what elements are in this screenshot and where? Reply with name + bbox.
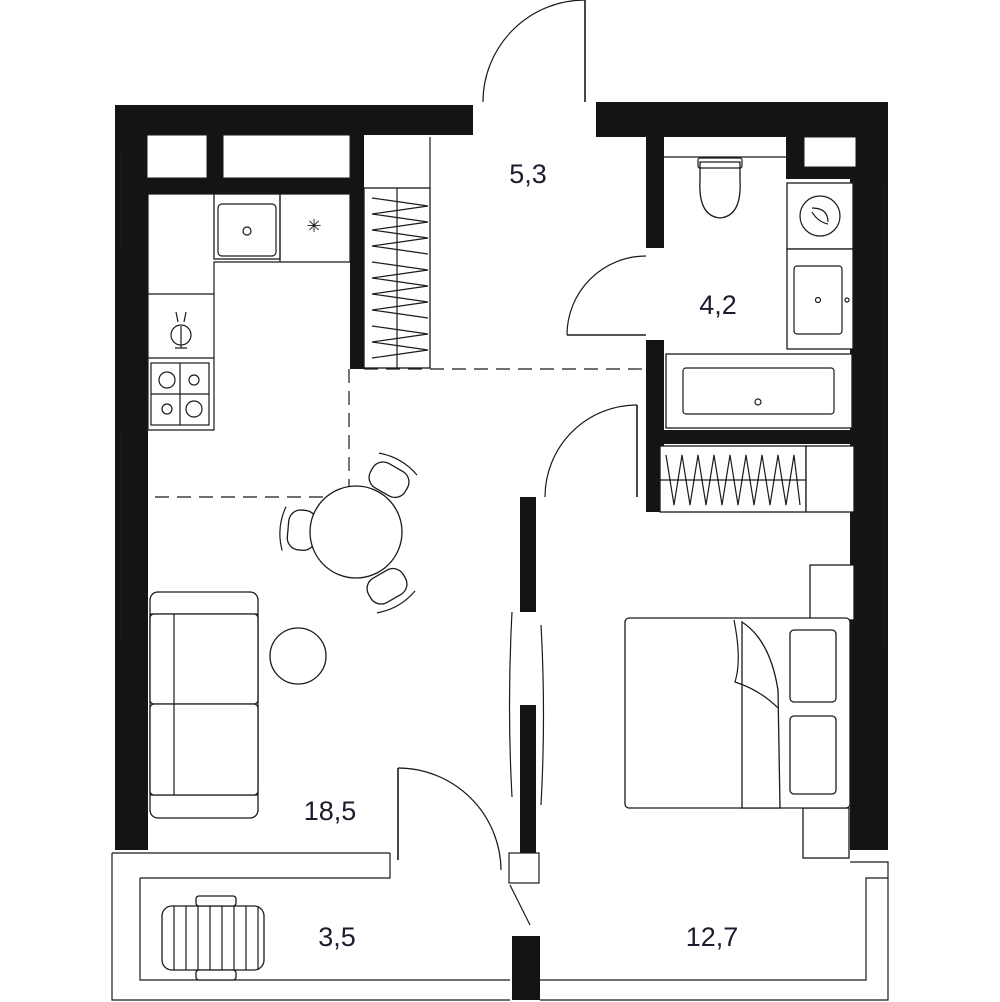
bedroom-shelf	[805, 445, 855, 513]
window-1	[146, 134, 208, 179]
wall-mullion-3	[350, 133, 364, 369]
small-door-frame	[508, 852, 540, 884]
washing-machine	[786, 182, 854, 250]
bathroom-fixtures	[664, 156, 854, 429]
area-labels: 5,3 4,2 18,5 3,5 12,7	[304, 159, 739, 952]
bedroom-door-swing	[544, 404, 638, 498]
nightstand-top	[809, 564, 855, 621]
kitchen: ✳	[147, 193, 351, 431]
toilet	[699, 161, 741, 219]
hallway-wardrobe	[363, 137, 431, 369]
sofa	[149, 591, 327, 819]
wall-partition-lower	[520, 705, 536, 853]
entrance-door-swing	[482, 0, 586, 103]
wall-top-right	[596, 102, 888, 137]
sliding-partition-1	[508, 611, 513, 798]
balcony-door-swing	[397, 767, 502, 871]
pillow-1	[789, 629, 837, 703]
wall-stub-bottom	[512, 936, 540, 1000]
burner-1	[158, 371, 176, 389]
wall-bath-upper	[646, 133, 664, 248]
stove-grid	[151, 363, 209, 425]
bath-sink-drain	[814, 296, 822, 304]
nightstand-bottom	[802, 807, 850, 859]
dining-chair-bottom	[366, 567, 416, 614]
zone-line-kitchen	[148, 369, 350, 498]
doors	[397, 0, 647, 926]
hallway-area-label: 5,3	[509, 159, 547, 189]
bath-door-swing	[566, 255, 647, 336]
bathtub-drain	[754, 398, 762, 406]
balcony-outline-inner	[139, 853, 510, 981]
sofa-cushion-2	[149, 703, 259, 796]
sofa-cushion-1	[149, 613, 259, 705]
living-kitchen-area-label: 18,5	[304, 796, 357, 826]
dining-set	[279, 452, 418, 614]
burner-3	[161, 403, 173, 415]
dining-table	[309, 485, 403, 579]
kitchen-sink-bowl	[217, 203, 277, 257]
sparkle-icon: ✳	[306, 216, 321, 237]
bath-sink-bowl	[793, 265, 843, 335]
bed-blanket-fold	[733, 619, 779, 709]
washing-machine-drum	[799, 195, 841, 237]
washing-machine-icon	[811, 207, 829, 225]
balcony-outline-outer	[111, 852, 510, 1001]
windows	[120, 134, 885, 650]
wall-mullion-1	[145, 178, 360, 194]
dining-chair-top	[368, 452, 418, 499]
wardrobe-hallway-hangers	[371, 197, 429, 359]
sliding-partition-2	[540, 624, 545, 806]
wall-bath-bottom	[646, 430, 856, 444]
burner-2	[188, 374, 200, 386]
wall-right	[850, 102, 888, 850]
wall-left	[115, 105, 148, 850]
wall-mullion-2	[207, 133, 223, 193]
zone-lines	[148, 368, 646, 498]
toilet-tank	[697, 157, 743, 169]
wall-top-left	[115, 105, 473, 135]
bathroom-area-label: 4,2	[699, 290, 737, 320]
window-3	[803, 136, 857, 168]
balcony-area-label: 3,5	[318, 922, 356, 952]
bath-sink-tap	[844, 297, 850, 303]
balcony-right-outline	[540, 861, 889, 1001]
window-2	[222, 134, 351, 179]
bedroom-furniture	[624, 445, 855, 859]
pillow-2	[789, 715, 837, 795]
wall-partition-upper	[520, 497, 536, 612]
bedroom-area-label: 12,7	[686, 922, 739, 952]
hood-icon-stem	[175, 311, 187, 349]
kitchen-sink-drain	[242, 226, 252, 236]
balcony	[111, 852, 889, 1001]
balcony-lounger	[161, 895, 265, 981]
burner-4	[185, 400, 203, 418]
small-door-swing	[509, 884, 531, 926]
bed-blanket	[741, 620, 781, 809]
kitchen-counter	[147, 193, 351, 431]
coffee-table	[269, 627, 327, 685]
bathtub	[665, 353, 853, 429]
bathtub-inner	[682, 367, 835, 415]
